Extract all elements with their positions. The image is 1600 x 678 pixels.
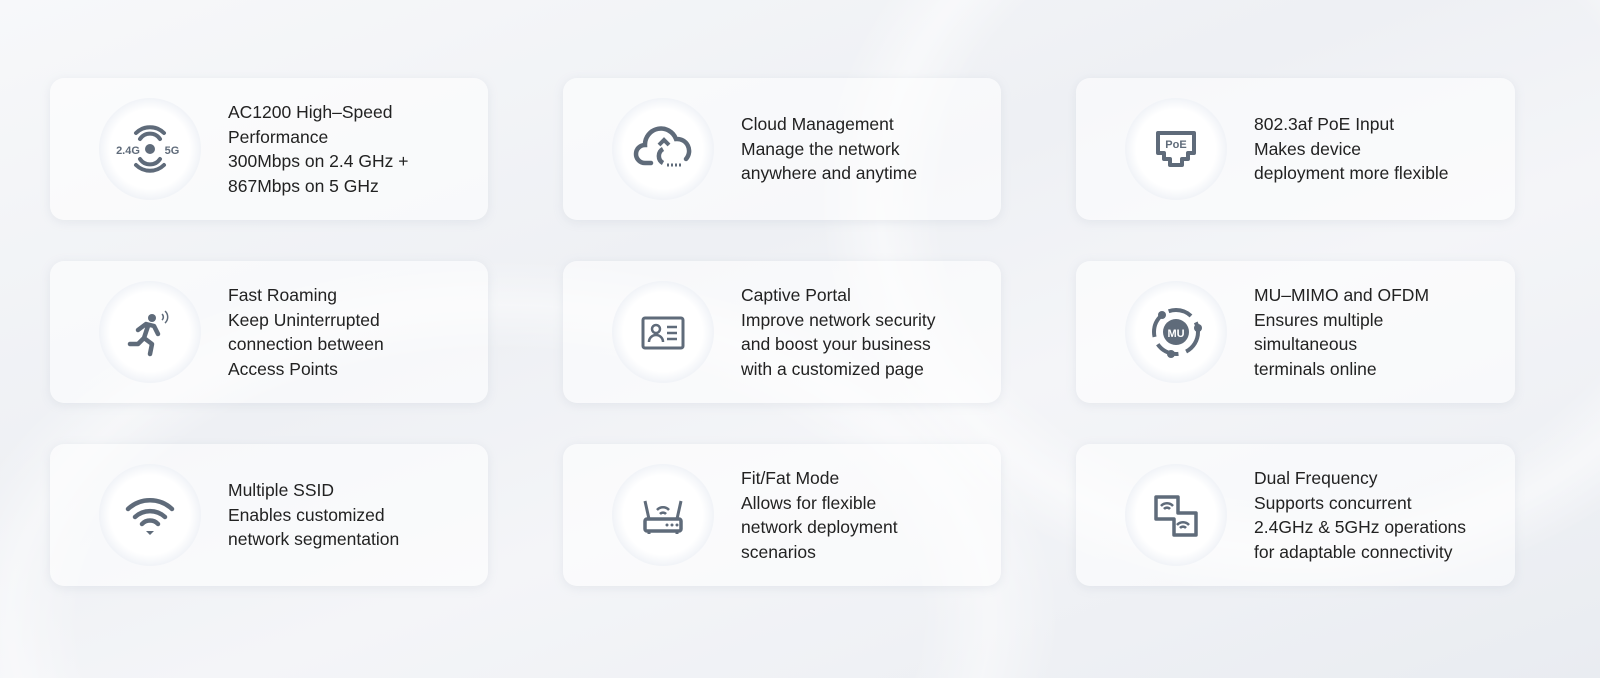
feature-description: 867Mbps on 5 GHz xyxy=(228,175,379,196)
feature-description: anywhere and anytime xyxy=(741,163,918,184)
feature-title: Fast Roaming xyxy=(228,285,337,305)
feature-description: for adaptable connectivity xyxy=(1254,541,1453,562)
id-card-icon xyxy=(612,281,714,383)
feature-description: Supports concurrent xyxy=(1254,492,1412,513)
svg-text:2.4G: 2.4G xyxy=(116,145,140,157)
feature-title: MU–MIMO and OFDM xyxy=(1254,285,1430,305)
feature-description: connection between xyxy=(228,334,384,354)
wifi-icon xyxy=(99,464,201,566)
feature-description: Makes device xyxy=(1254,138,1361,159)
feature-description: network segmentation xyxy=(228,529,400,550)
svg-text:PoE: PoE xyxy=(1165,139,1186,151)
feature-description: 300Mbps on 2.4 GHz + xyxy=(228,151,409,171)
poe-port-icon: PoE xyxy=(1125,98,1227,200)
svg-text:5G: 5G xyxy=(165,145,180,157)
feature-title: Captive Portal xyxy=(741,285,851,305)
feature-description: Allows for flexible xyxy=(741,492,877,513)
feature-card: Multiple SSID Enables customized network s… xyxy=(50,444,488,586)
feature-description: Enables customized xyxy=(228,504,385,525)
router-icon xyxy=(612,464,714,566)
feature-title: Fit/Fat Mode xyxy=(741,468,840,488)
cloud-icon xyxy=(612,98,714,200)
feature-title: Multiple SSID xyxy=(228,480,335,501)
dual-band-wifi-icon: 2.4G 5G xyxy=(99,98,201,200)
feature-title: AC1200 High–Speed xyxy=(228,102,393,122)
feature-description: terminals online xyxy=(1254,358,1377,379)
feature-description: Access Points xyxy=(228,358,338,379)
feature-description: Manage the network xyxy=(741,138,900,159)
feature-description: Improve network security xyxy=(741,309,936,330)
feature-description: Ensures multiple xyxy=(1254,309,1384,330)
feature-description: deployment more flexible xyxy=(1254,163,1449,184)
mu-mimo-icon: MU xyxy=(1125,281,1227,383)
feature-description: scenarios xyxy=(741,541,816,562)
feature-description: Performance xyxy=(228,126,329,147)
feature-description: 2.4GHz & 5GHz operations xyxy=(1254,517,1467,537)
feature-title: 802.3af PoE Input xyxy=(1254,114,1395,135)
feature-description: network deployment xyxy=(741,517,898,537)
feature-description: and boost your business xyxy=(741,334,931,354)
running-person-icon xyxy=(99,281,201,383)
svg-text:MU: MU xyxy=(1167,328,1184,340)
feature-text: MU–MIMO and OFDM Ensures multiple simultan… xyxy=(1254,283,1429,381)
feature-description: simultaneous xyxy=(1254,334,1358,354)
feature-text: Multiple SSID Enables customized network s… xyxy=(228,478,399,552)
feature-card: MU MU–MIMO and OFDM Ensures multiple simult… xyxy=(1076,261,1515,403)
feature-title: Cloud Management xyxy=(741,114,894,135)
feature-description: Keep Uninterrupted xyxy=(228,309,380,330)
dual-frequency-icon xyxy=(1125,464,1227,566)
feature-title: Dual Frequency xyxy=(1254,468,1378,488)
feature-description: with a customized page xyxy=(741,358,924,379)
